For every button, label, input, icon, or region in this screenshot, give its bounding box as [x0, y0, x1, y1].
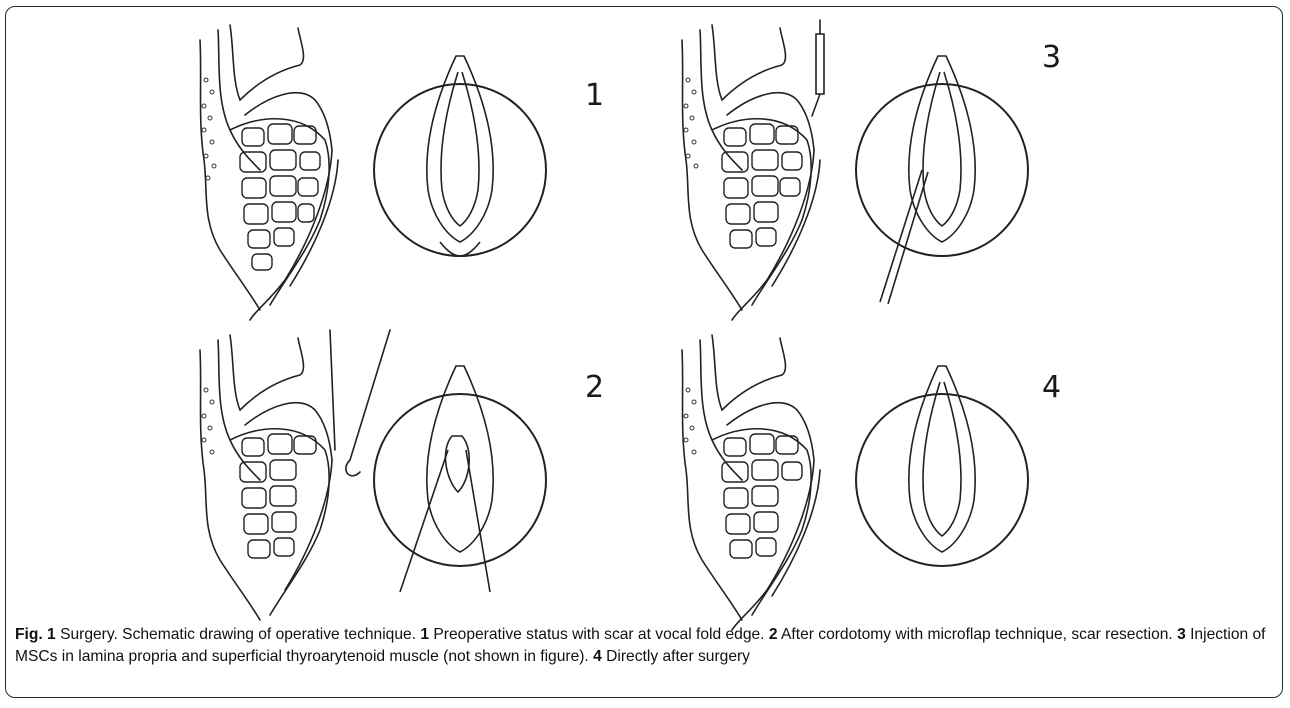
- panel-1-drawing: [190, 20, 610, 310]
- caption-label: Fig. 1: [15, 626, 56, 643]
- figure-caption: Fig. 1 Surgery. Schematic drawing of ope…: [15, 624, 1270, 668]
- caption-intro: Surgery. Schematic drawing of operative …: [56, 626, 421, 643]
- caption-number-4: 4: [593, 648, 602, 665]
- caption-number-1: 1: [420, 626, 429, 643]
- caption-number-2: 2: [769, 626, 778, 643]
- caption-text-4: Directly after surgery: [602, 648, 750, 665]
- caption-text-1: Preoperative status with scar at vocal f…: [429, 626, 769, 643]
- panel-2-number: 2: [585, 370, 604, 405]
- panel-4-drawing: [672, 330, 1092, 620]
- panel-1-number: 1: [585, 78, 604, 113]
- panel-3-drawing: [672, 20, 1092, 310]
- panel-1: 1: [190, 20, 610, 310]
- caption-number-3: 3: [1177, 626, 1186, 643]
- panel-4-number: 4: [1042, 370, 1061, 405]
- caption-text-2: After cordotomy with microflap technique…: [778, 626, 1178, 643]
- panel-3-number: 3: [1042, 40, 1061, 75]
- panel-2-drawing: [190, 330, 610, 620]
- panel-2: 2: [190, 330, 610, 620]
- panel-3: 3: [672, 20, 1092, 310]
- panel-4: 4: [672, 330, 1092, 620]
